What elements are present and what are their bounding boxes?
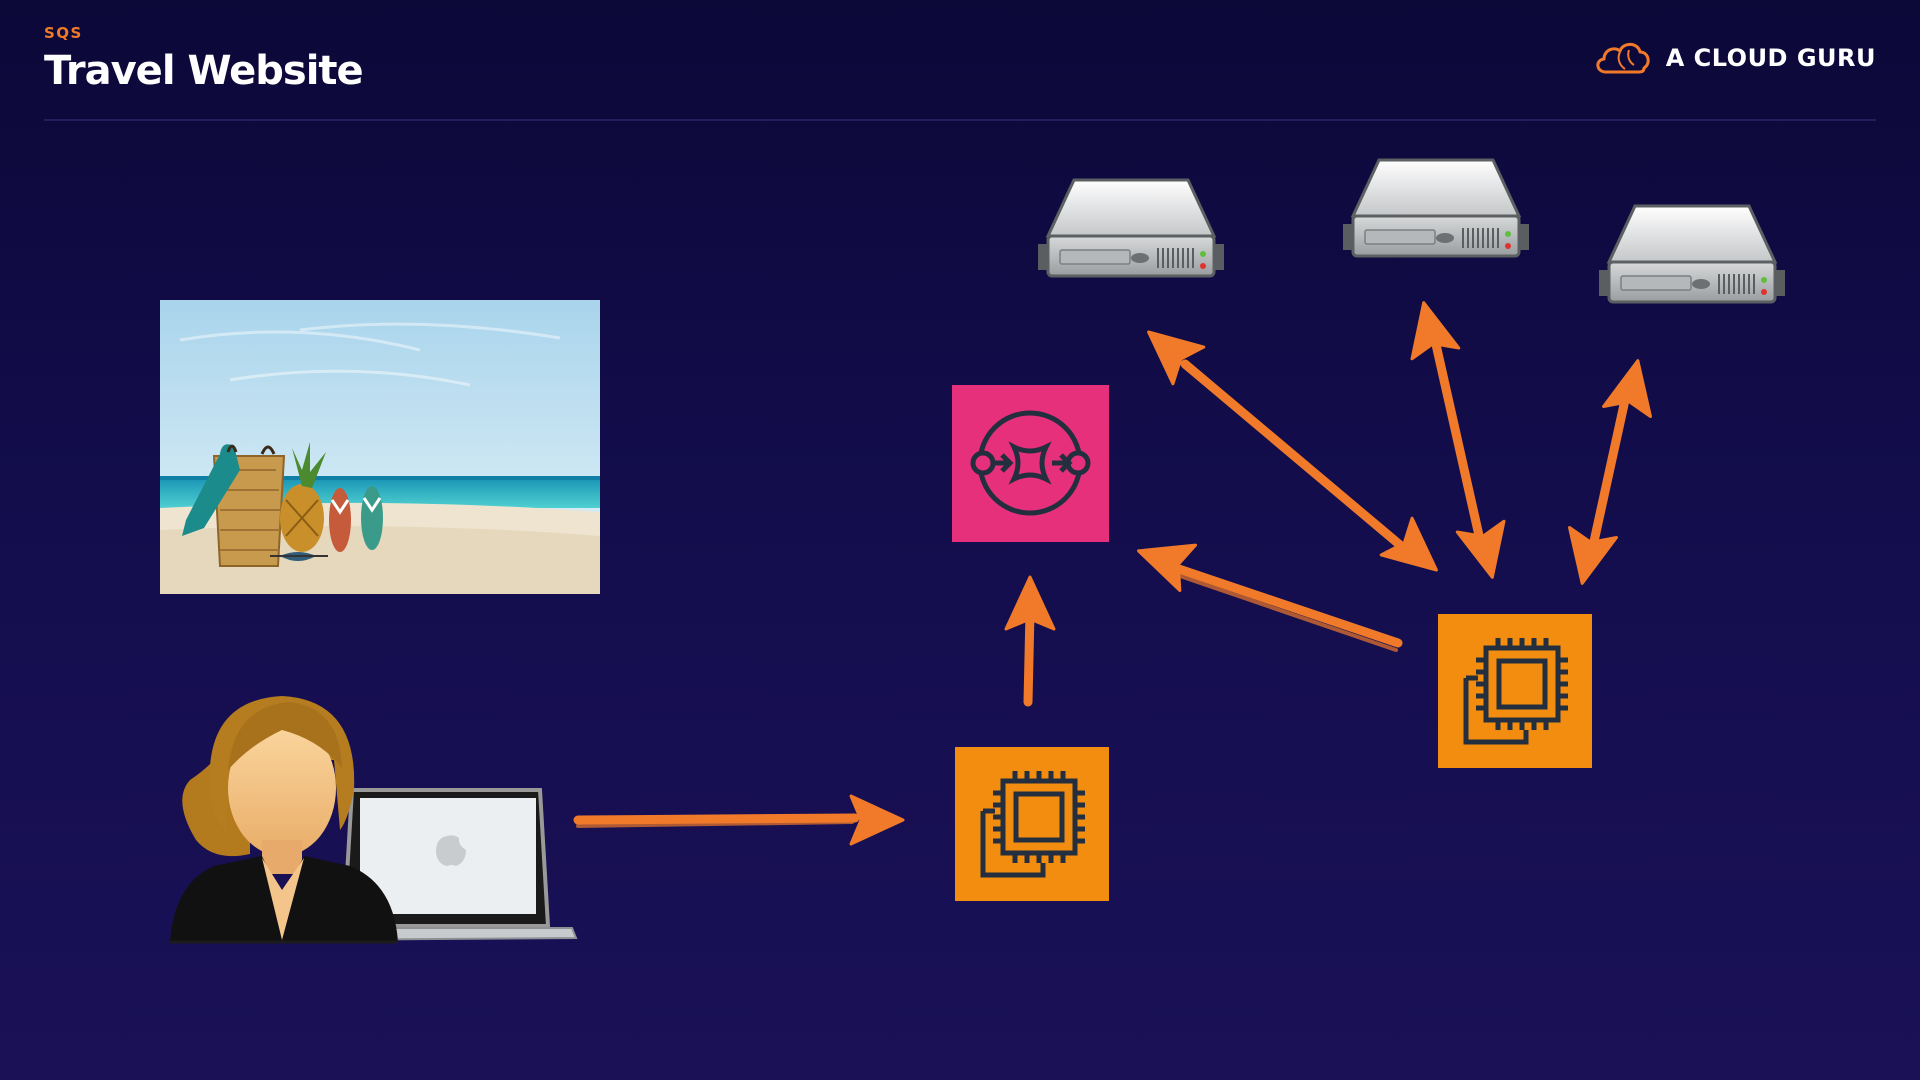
section-kicker: SQS (44, 24, 83, 42)
header-divider (44, 119, 1876, 121)
user-with-laptop-icon (170, 696, 578, 944)
server-icon (1036, 178, 1226, 278)
cloud-logo-icon (1596, 42, 1650, 74)
brand-name: A CLOUD GURU (1665, 44, 1876, 72)
arrow-worker-ec2-server-1 (1131, 312, 1454, 590)
sqs-queue-icon (952, 385, 1109, 542)
header: SQS Travel Website (44, 24, 364, 94)
beach-photo (160, 300, 600, 594)
server-icon (1597, 204, 1787, 304)
arrow-worker-ec2-server-2 (1398, 295, 1518, 585)
arrow-web-ec2-to-sqs (1004, 575, 1056, 707)
server-icon (1341, 158, 1531, 258)
arrow-worker-ec2-server-3 (1557, 354, 1663, 590)
web-ec2-instance-icon (955, 747, 1109, 901)
arrow-worker-ec2-to-sqs (1129, 526, 1403, 652)
page-title: Travel Website (44, 48, 364, 94)
worker-ec2-instance-icon (1438, 614, 1592, 768)
arrow-user-to-web-ec2 (573, 794, 905, 846)
brand: A CLOUD GURU (1592, 38, 1876, 78)
